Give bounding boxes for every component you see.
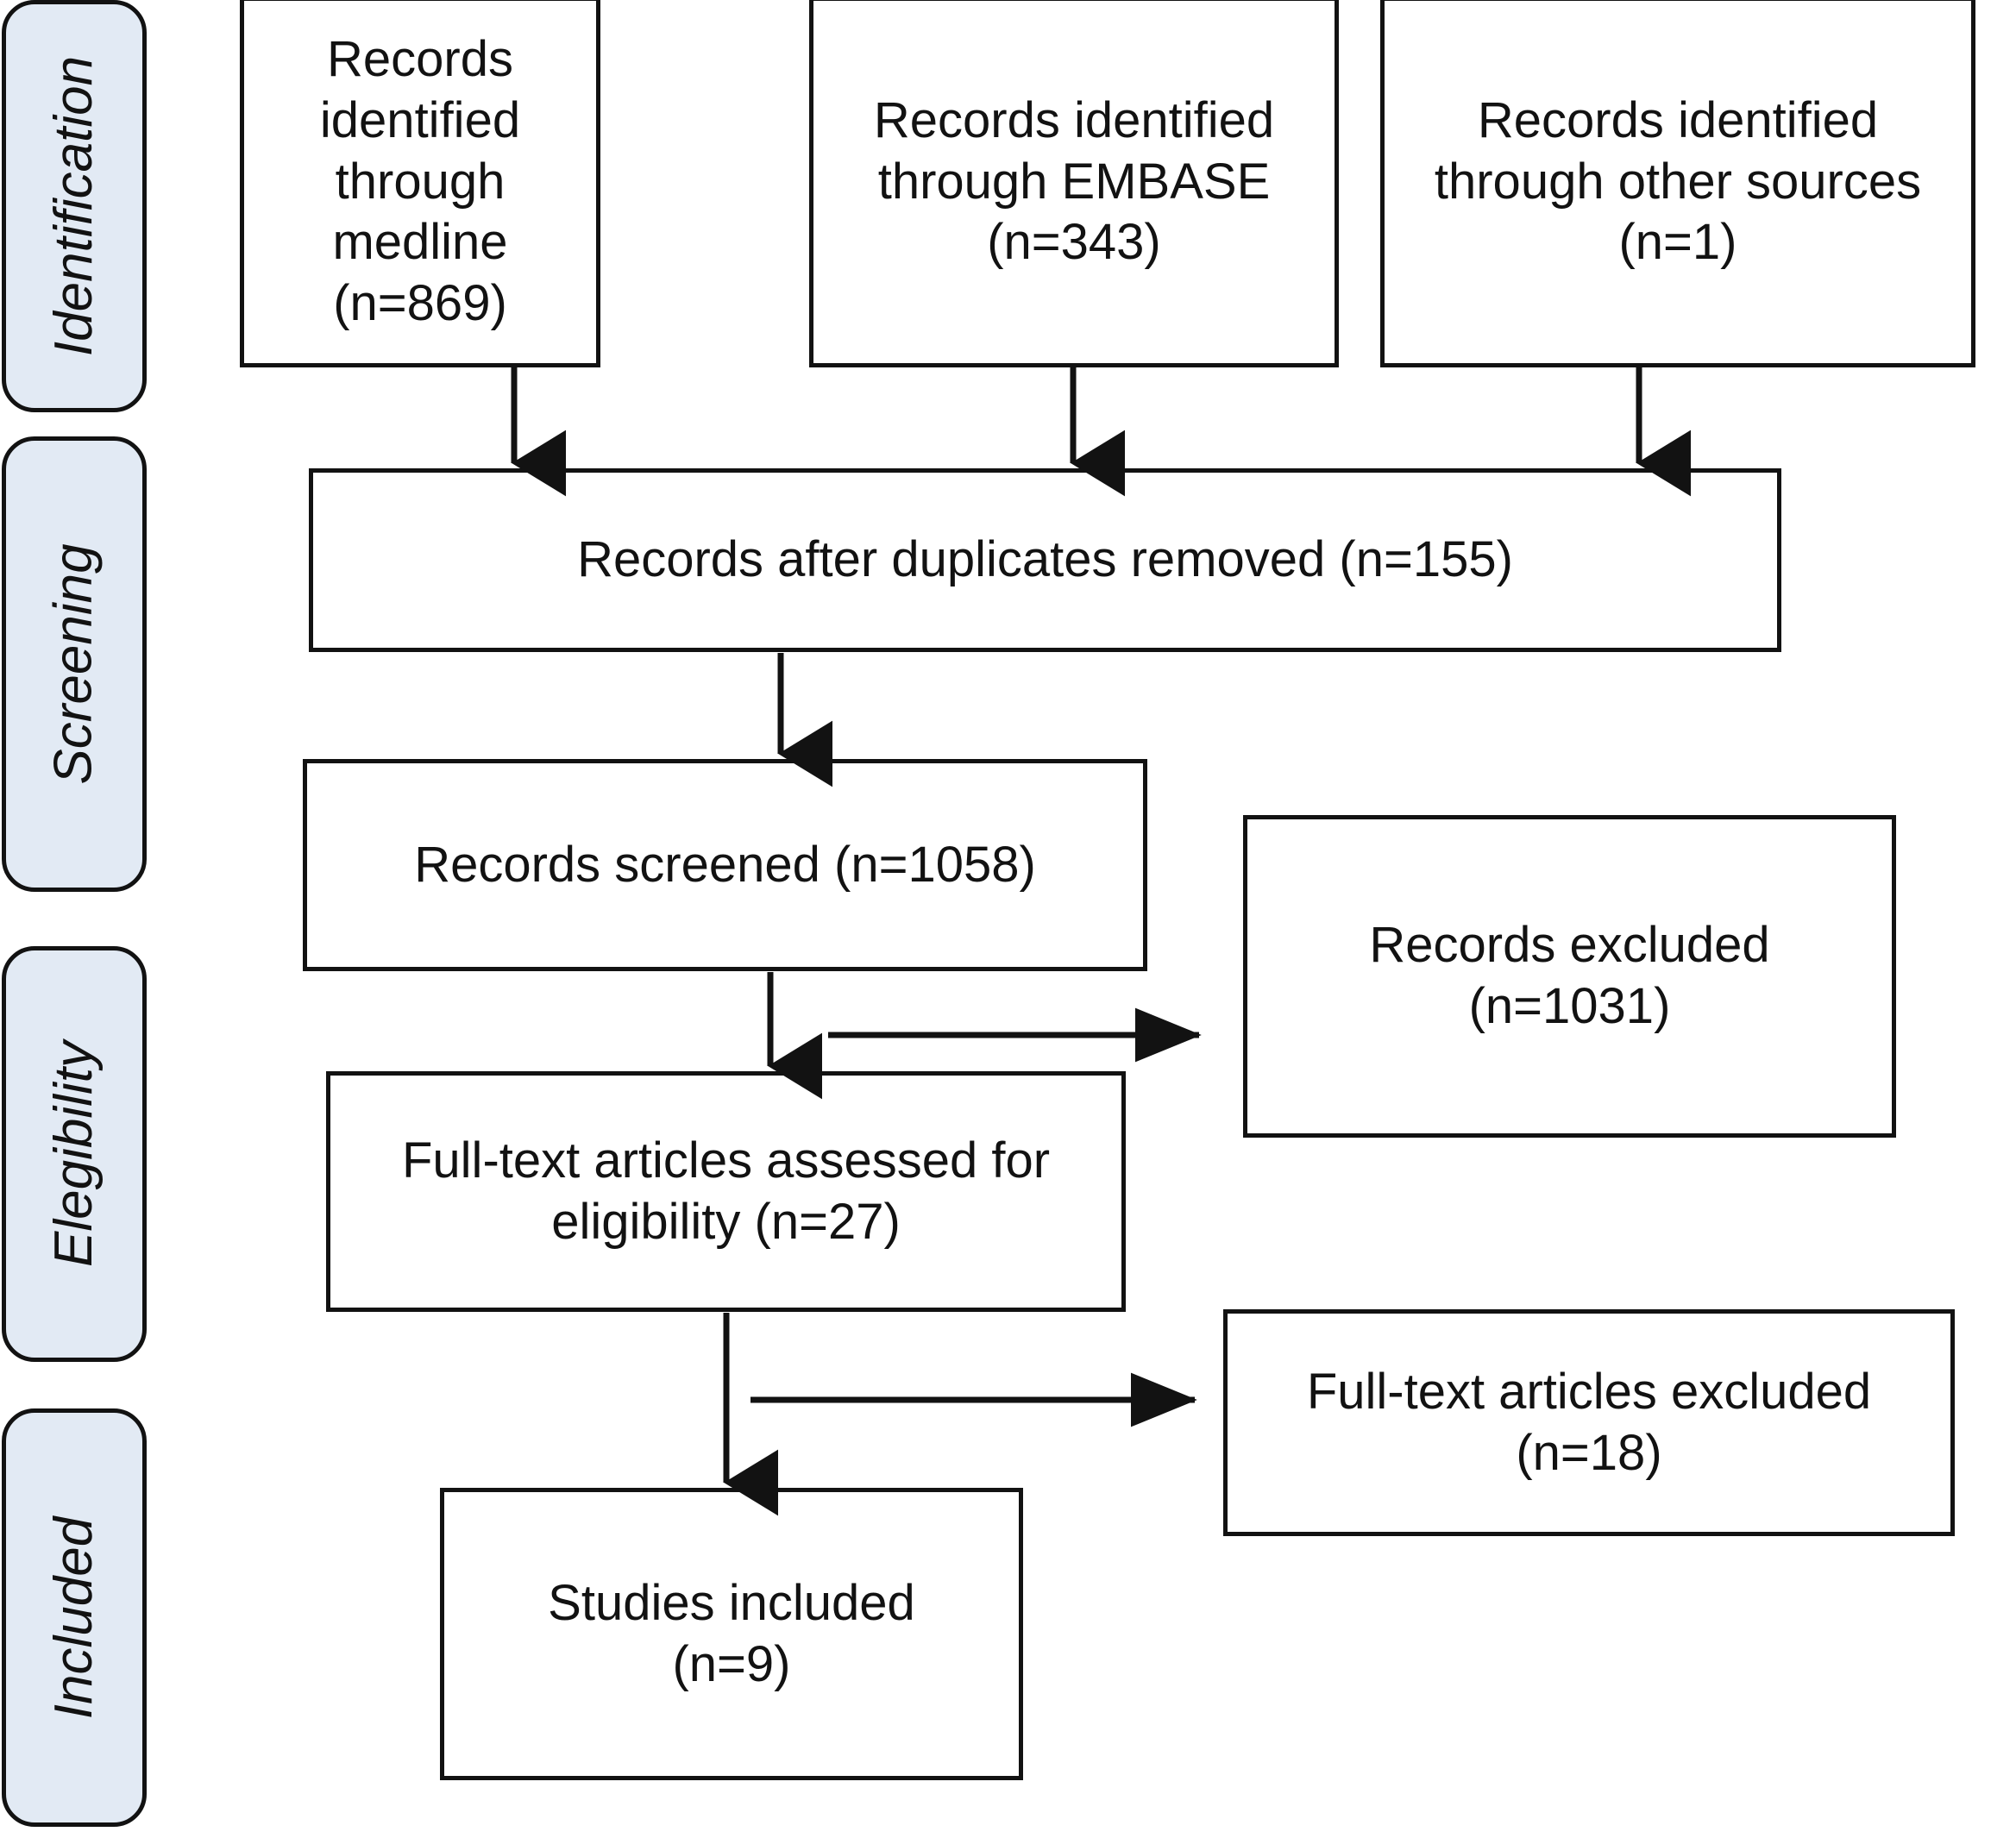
stage-label-included: Included	[44, 1516, 104, 1719]
box-records-other-sources-text: Records identified through other sources…	[1434, 91, 1922, 271]
stage-label-eligibility: Elegibility	[44, 1041, 104, 1267]
stage-label-identification: Identification	[44, 55, 104, 357]
stage-label-screening: Screening	[44, 543, 104, 785]
stage-pill-eligibility: Elegibility	[2, 946, 147, 1362]
box-studies-included: Studies included (n=9)	[440, 1488, 1023, 1780]
box-records-medline-text: Records identified through medline (n=86…	[319, 31, 521, 332]
box-records-screened: Records screened (n=1058)	[303, 759, 1147, 971]
box-fulltext-assessed: Full-text articles assessed for eligibil…	[326, 1071, 1126, 1312]
box-records-screened-text: Records screened (n=1058)	[414, 836, 1036, 893]
box-studies-included-text: Studies included (n=9)	[548, 1574, 915, 1692]
box-records-medline: Records identified through medline (n=86…	[240, 0, 600, 367]
box-records-excluded-text: Records excluded (n=1031)	[1369, 917, 1770, 1034]
stage-pill-screening: Screening	[2, 436, 147, 892]
stage-pill-included: Included	[2, 1408, 147, 1827]
box-duplicates-removed-text: Records after duplicates removed (n=155)	[577, 531, 1513, 588]
box-records-embase: Records identified through EMBASE (n=343…	[809, 0, 1339, 367]
box-fulltext-excluded: Full-text articles excluded (n=18)	[1223, 1309, 1955, 1536]
box-fulltext-assessed-text: Full-text articles assessed for eligibil…	[401, 1132, 1051, 1250]
box-records-embase-text: Records identified through EMBASE (n=343…	[873, 91, 1275, 271]
box-duplicates-removed: Records after duplicates removed (n=155)	[309, 468, 1781, 652]
box-fulltext-excluded-text: Full-text articles excluded (n=18)	[1306, 1363, 1872, 1481]
box-records-excluded: Records excluded (n=1031)	[1243, 815, 1896, 1138]
box-records-other-sources: Records identified through other sources…	[1380, 0, 1975, 367]
stage-pill-identification: Identification	[2, 0, 147, 412]
